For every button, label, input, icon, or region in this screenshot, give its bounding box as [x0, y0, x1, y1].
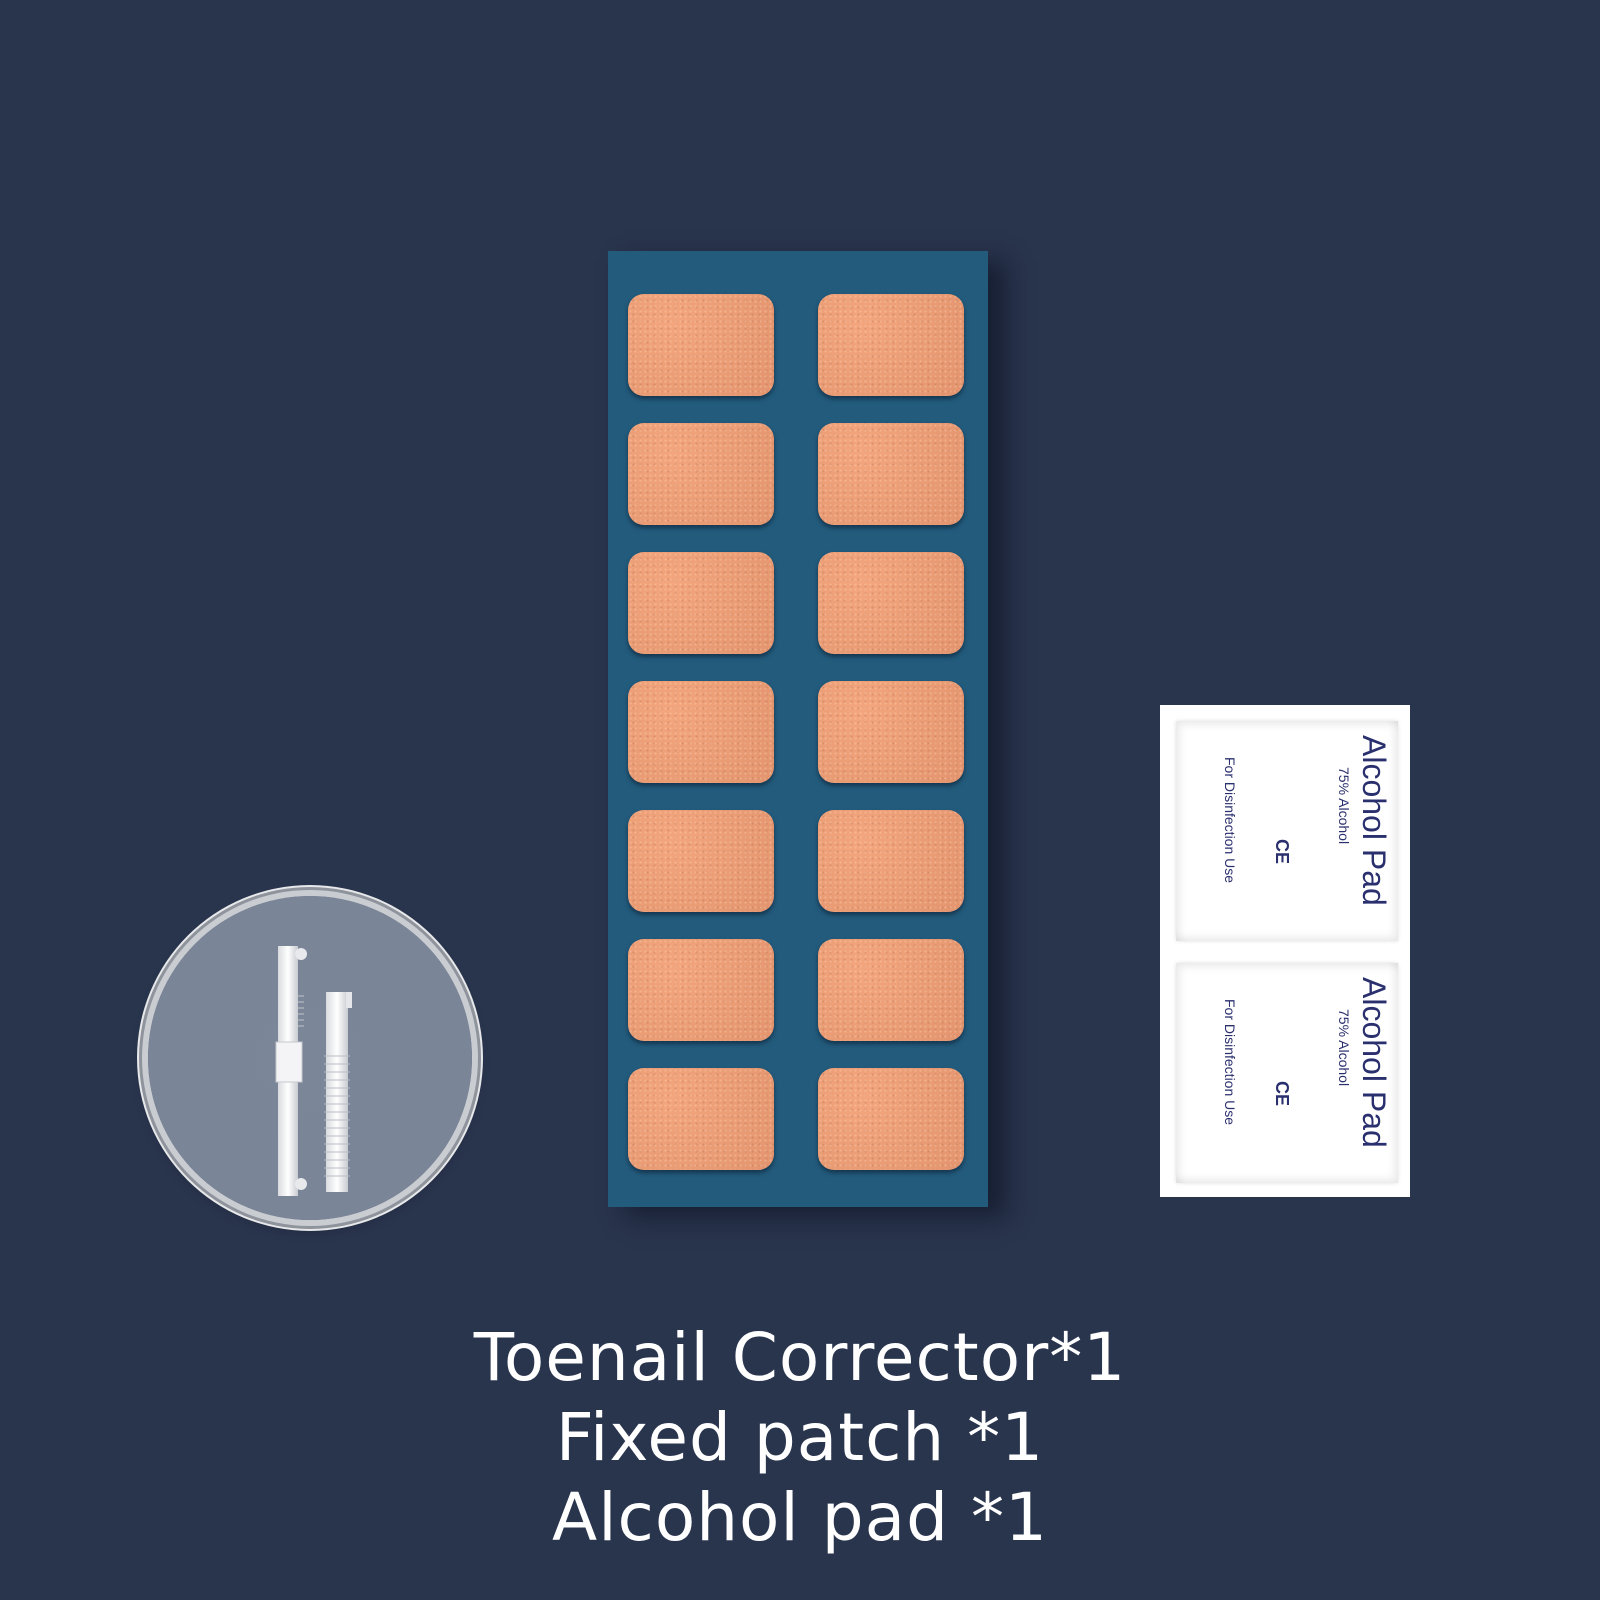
pad-title: Alcohol Pad [1356, 735, 1392, 906]
toenail-corrector-image [148, 896, 472, 1220]
fixed-patch [818, 1068, 964, 1170]
caption-line-patch: Fixed patch *1 [555, 1399, 1045, 1476]
corrector-screw-piece [326, 992, 348, 1192]
ce-mark-icon: CE [1272, 839, 1292, 865]
alcohol-pad: Alcohol Pad 75% Alcohol CE For Disinfect… [1176, 721, 1398, 941]
contents-caption: Toenail Corrector*1 Fixed patch *1 Alcoh… [0, 1318, 1600, 1558]
pad-usage: For Disinfection Use [1222, 999, 1238, 1126]
fixed-patch [818, 294, 964, 396]
fixed-patch [818, 681, 964, 783]
fixed-patch [628, 423, 774, 525]
ce-mark-icon: CE [1272, 1081, 1292, 1107]
pad-subtitle: 75% Alcohol [1336, 1009, 1352, 1087]
caption-line-corrector: Toenail Corrector*1 [473, 1319, 1127, 1396]
fixed-patch [628, 294, 774, 396]
fixed-patch [628, 1068, 774, 1170]
fixed-patch [628, 939, 774, 1041]
fixed-patch [628, 681, 774, 783]
fixed-patch [818, 810, 964, 912]
pad-subtitle: 75% Alcohol [1336, 767, 1352, 845]
fixed-patch [818, 939, 964, 1041]
fixed-patch-sheet [608, 251, 988, 1207]
pad-usage: For Disinfection Use [1222, 757, 1238, 884]
toenail-corrector-icon [275, 946, 352, 1196]
caption-line-alcohol: Alcohol pad *1 [552, 1479, 1048, 1556]
alcohol-pad-pack: Alcohol Pad 75% Alcohol CE For Disinfect… [1160, 705, 1410, 1197]
alcohol-pad: Alcohol Pad 75% Alcohol CE For Disinfect… [1176, 963, 1398, 1183]
fixed-patch [818, 423, 964, 525]
pad-title: Alcohol Pad [1356, 977, 1392, 1148]
fixed-patch [628, 552, 774, 654]
fixed-patch [818, 552, 964, 654]
fixed-patch [628, 810, 774, 912]
